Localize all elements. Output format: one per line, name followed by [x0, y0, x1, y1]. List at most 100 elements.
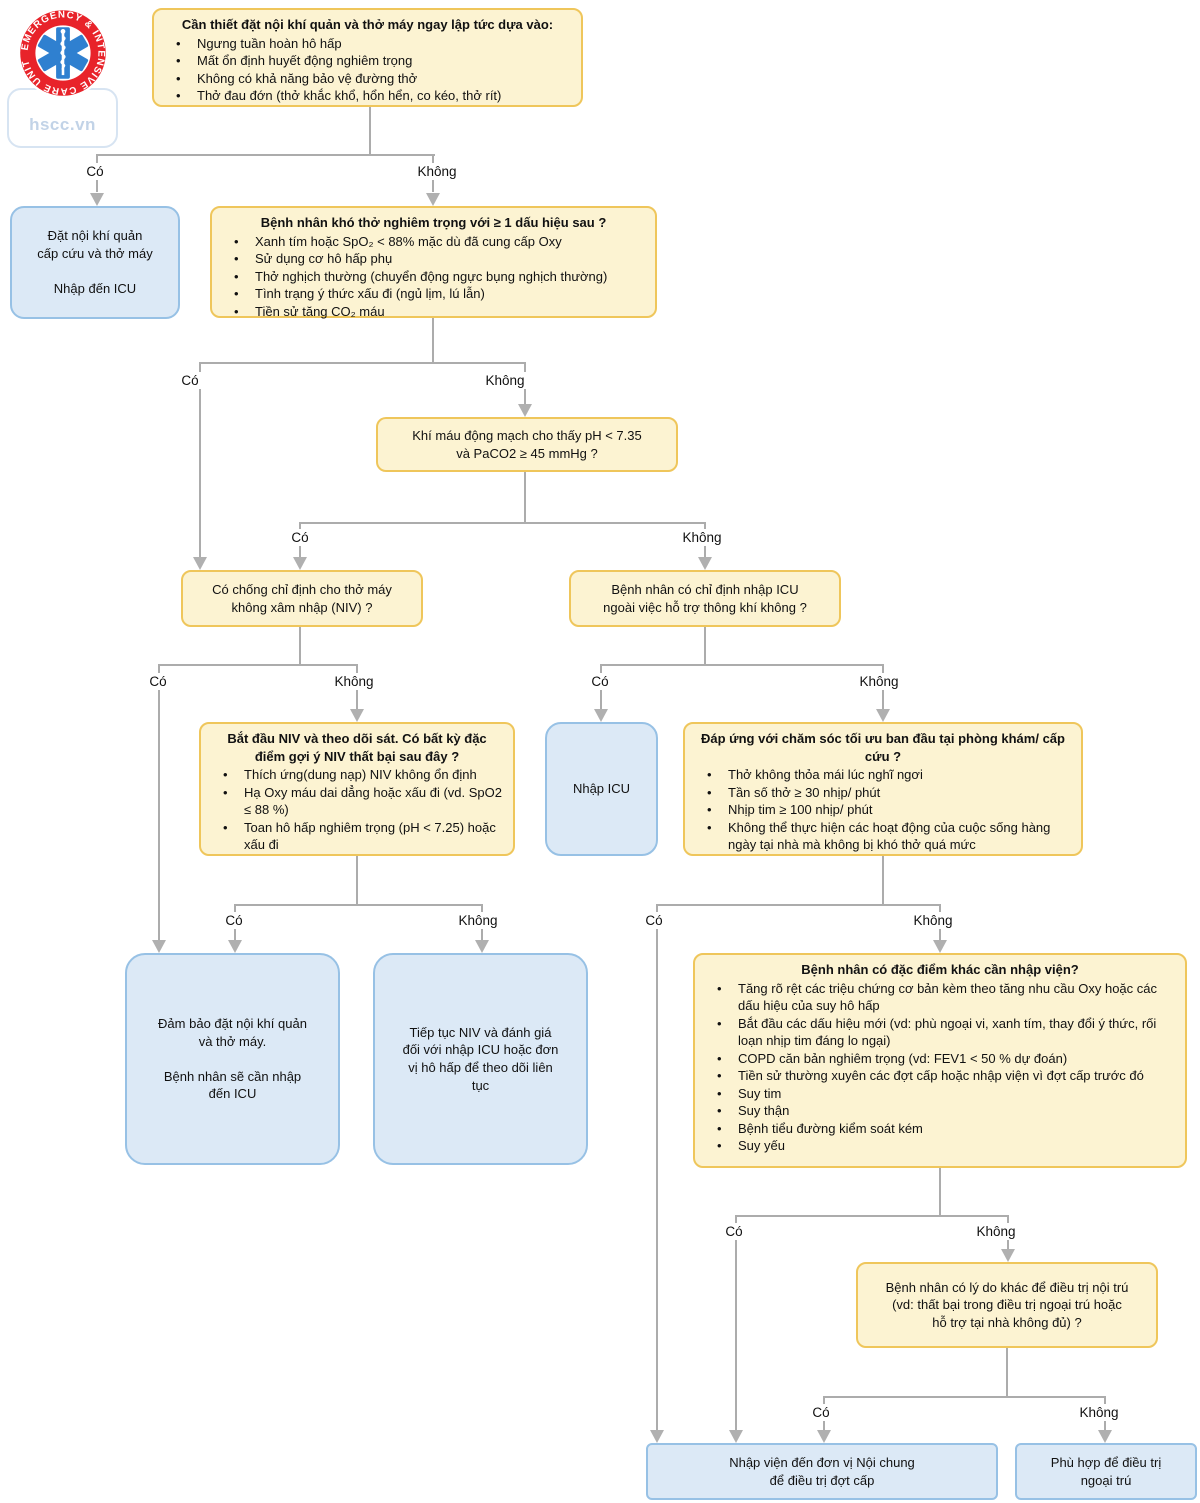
connector-line — [823, 1396, 1106, 1398]
bullet-item: Toan hô hấp nghiêm trọng (pH < 7.25) hoặ… — [211, 819, 503, 854]
branch-label-yes: Có — [146, 673, 170, 690]
node-continue-niv: Tiếp tục NIV và đánh giá đối với nhập IC… — [373, 953, 588, 1165]
connector-line — [600, 664, 884, 666]
bullet-item: Hạ Oxy máu dai dẳng hoặc xấu đi (vd. SpO… — [211, 784, 503, 819]
arrow-down-icon — [293, 557, 307, 570]
branch-label-yes: Có — [809, 1404, 833, 1421]
node-admit-general-ward: Nhập viện đến đơn vị Nội chung để điều t… — [646, 1443, 998, 1500]
staff-of-asclepius-icon — [60, 28, 66, 76]
connector-line — [158, 664, 358, 666]
bullet-item: Không thể thực hiện các hoạt động của cu… — [695, 819, 1071, 854]
arrow-down-icon — [729, 1430, 743, 1443]
bullet-item: Thở đau đớn (thở khắc khổ, hổn hển, co k… — [164, 87, 571, 105]
node-other-admission-features: Bệnh nhân có đặc điểm khác cần nhập viện… — [693, 953, 1187, 1168]
node-text: Đặt nội khí quản cấp cứu và thở máy Nhập… — [37, 228, 153, 297]
connector-line — [199, 362, 526, 364]
node-emergency-intubation: Đặt nội khí quản cấp cứu và thở máy Nhập… — [10, 206, 180, 319]
node-text: Khí máu động mạch cho thấy pH < 7.35 và … — [412, 427, 642, 461]
branch-label-no: Không — [973, 1223, 1019, 1240]
connector-line — [356, 856, 358, 906]
connector-line — [656, 904, 941, 906]
branch-label-yes: Có — [83, 163, 107, 180]
branch-label-yes: Có — [222, 912, 246, 929]
arrow-down-icon — [152, 940, 166, 953]
node-text: Nhập viện đến đơn vị Nội chung để điều t… — [729, 1454, 915, 1488]
bullet-item: Tiền sử tăng CO₂ máu — [222, 303, 645, 321]
emergency-care-logo-icon: EMERGENCY & INTENSIVE CARE UNIT & — [17, 7, 109, 99]
arrow-down-icon — [817, 1430, 831, 1443]
connector-line — [524, 472, 526, 524]
node-admit-icu: Nhập ICU — [545, 722, 658, 856]
arrow-down-icon — [518, 404, 532, 417]
connector-line — [735, 1215, 1009, 1217]
arrow-down-icon — [876, 709, 890, 722]
arrow-down-icon — [426, 193, 440, 206]
branch-label-yes: Có — [588, 673, 612, 690]
node-title: Đáp ứng với chăm sóc tối ưu ban đầu tại … — [701, 731, 1065, 764]
bullet-item: Suy yếu — [705, 1137, 1175, 1155]
arrow-down-icon — [90, 193, 104, 206]
bullet-item: Ngưng tuần hoàn hô hấp — [164, 35, 571, 53]
branch-label-yes: Có — [722, 1223, 746, 1240]
branch-label-no: Không — [1076, 1404, 1122, 1421]
bullet-item: Suy tim — [705, 1085, 1175, 1103]
arrow-down-icon — [1001, 1249, 1015, 1262]
arrow-down-icon — [594, 709, 608, 722]
branch-label-no: Không — [482, 372, 528, 389]
connector-line — [299, 627, 301, 666]
connector-line — [1006, 1348, 1008, 1398]
branch-label-no: Không — [455, 912, 501, 929]
arrow-down-icon — [933, 940, 947, 953]
bullet-item: Nhịp tim ≥ 100 nhịp/ phút — [695, 801, 1071, 819]
bullet-item: Thở nghịch thường (chuyển động ngực bụng… — [222, 268, 645, 286]
node-text: Bệnh nhân có chỉ định nhập ICU ngoài việ… — [603, 581, 807, 615]
bullet-item: Tình trạng ý thức xấu đi (ngủ lịm, lú lẫ… — [222, 285, 645, 303]
branch-label-no: Không — [856, 673, 902, 690]
bullet-item: Tăng rõ rệt các triệu chứng cơ bản kèm t… — [705, 980, 1175, 1015]
node-icu-indication: Bệnh nhân có chỉ định nhập ICU ngoài việ… — [569, 570, 841, 627]
node-text: Bệnh nhân có lý do khác để điều trị nội … — [885, 1279, 1129, 1330]
branch-label-no: Không — [414, 163, 460, 180]
node-abg-criteria: Khí máu động mạch cho thấy pH < 7.35 và … — [376, 417, 678, 472]
node-text: Tiếp tục NIV và đánh giá đối với nhập IC… — [402, 1024, 559, 1093]
node-text: Nhập ICU — [572, 781, 631, 797]
node-start-niv-monitor: Bắt đầu NIV và theo dõi sát. Có bất kỳ đ… — [199, 722, 515, 856]
connector-line — [735, 1215, 737, 1430]
connector-line — [656, 904, 658, 1430]
arrow-down-icon — [228, 940, 242, 953]
bullet-item: Tiền sử thường xuyên các đợt cấp hoặc nh… — [705, 1067, 1175, 1085]
bullet-item: Bệnh tiểu đường kiểm soát kém — [705, 1120, 1175, 1138]
connector-line — [369, 107, 371, 155]
connector-line — [299, 522, 706, 524]
node-title: Bệnh nhân có đặc điểm khác cần nhập viện… — [801, 962, 1079, 977]
node-severe-dyspnea-signs: Bệnh nhân khó thở nghiêm trọng với ≥ 1 d… — [210, 206, 657, 321]
site-label: hscc.vn — [29, 115, 96, 135]
arrow-down-icon — [650, 1430, 664, 1443]
bullet-item: Sử dụng cơ hô hấp phụ — [222, 250, 645, 268]
connector-line — [158, 664, 160, 940]
node-title: Bắt đầu NIV và theo dõi sát. Có bất kỳ đ… — [227, 731, 487, 764]
node-title: Bệnh nhân khó thở nghiêm trọng với ≥ 1 d… — [260, 215, 607, 230]
connector-line — [199, 362, 201, 557]
bullet-item: Thích ứng(dung nạp) NIV không ổn định — [211, 766, 503, 784]
connector-line — [704, 627, 706, 666]
node-initial-care-response: Đáp ứng với chăm sóc tối ưu ban đầu tại … — [683, 722, 1083, 856]
connector-line — [234, 904, 483, 906]
node-niv-contraindication: Có chống chỉ định cho thở máy không xâm … — [181, 570, 423, 627]
bullet-item: Bắt đầu các dấu hiệu mới (vd: phù ngoại … — [705, 1015, 1175, 1050]
connector-line — [939, 1168, 941, 1217]
node-text: Phù hợp để điều trị ngoại trú — [1050, 1454, 1162, 1488]
node-outpatient-treatment: Phù hợp để điều trị ngoại trú — [1015, 1443, 1197, 1500]
arrow-down-icon — [1098, 1430, 1112, 1443]
bullet-item: Không có khả năng bảo vệ đường thở — [164, 70, 571, 88]
branch-label-no: Không — [910, 912, 956, 929]
bullet-item: Suy thận — [705, 1102, 1175, 1120]
node-text: Đảm bảo đặt nội khí quản và thở máy. Bện… — [158, 1016, 307, 1102]
node-immediate-intubation-criteria: Cần thiết đặt nội khí quản và thở máy ng… — [152, 8, 583, 107]
bullet-item: COPD căn bản nghiêm trọng (vd: FEV1 < 50… — [705, 1050, 1175, 1068]
branch-label-no: Không — [679, 529, 725, 546]
arrow-down-icon — [350, 709, 364, 722]
branch-label-yes: Có — [288, 529, 312, 546]
bullet-item: Tần số thở ≥ 30 nhịp/ phút — [695, 784, 1071, 802]
